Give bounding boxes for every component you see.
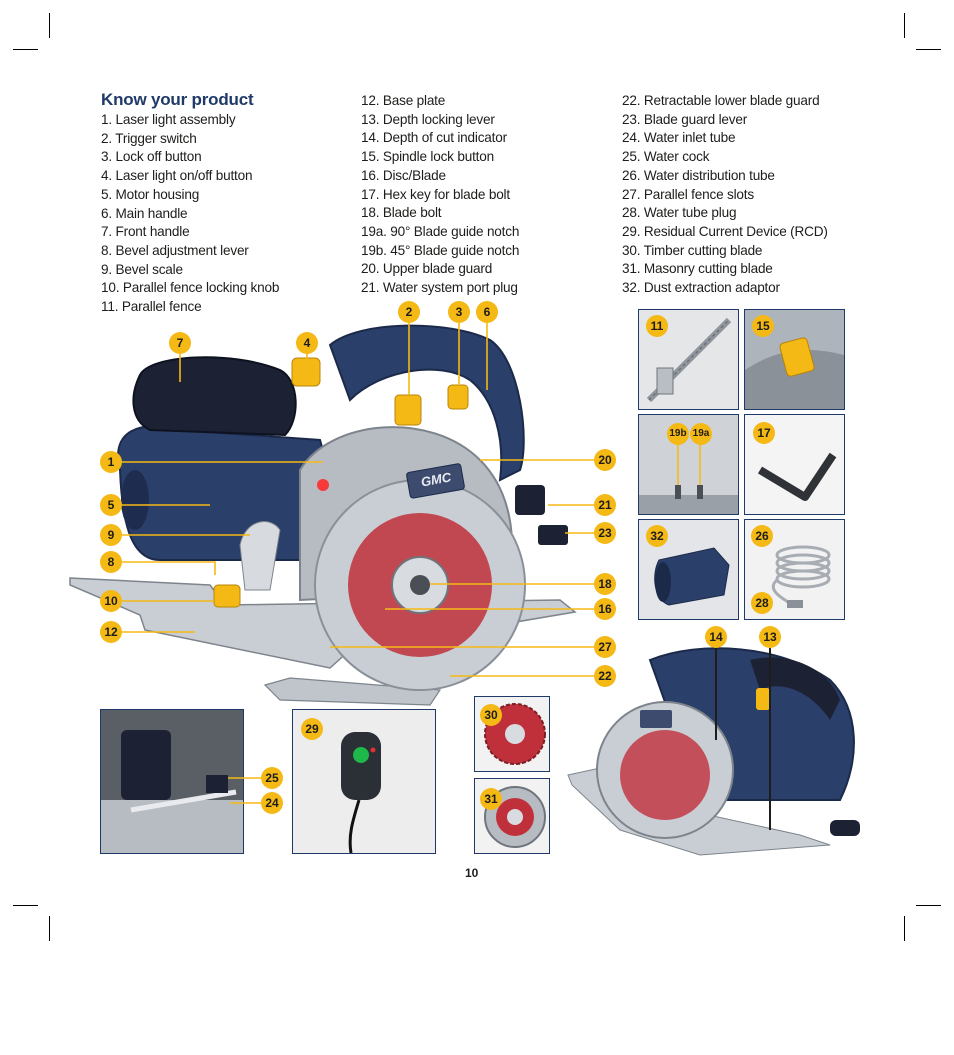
parts-list-item: 9. Bevel scale: [101, 261, 183, 277]
photo-hex-key: 17: [744, 414, 845, 515]
parts-list-item: 17. Hex key for blade bolt: [361, 186, 510, 202]
callout-badge: 25: [261, 767, 283, 789]
crop-mark: [49, 13, 50, 38]
crop-mark: [904, 13, 905, 38]
callout-badge: 29: [301, 718, 323, 740]
parts-list-item: 24. Water inlet tube: [622, 130, 736, 146]
page-number: 10: [465, 866, 479, 880]
callout-badge: 22: [594, 665, 616, 687]
callout-badge: 9: [100, 524, 122, 546]
callout-badge: 16: [594, 598, 616, 620]
callout-badge: 13: [759, 626, 781, 648]
crop-mark: [49, 916, 50, 941]
callout-badge: 26: [751, 525, 773, 547]
parts-list-item: 27. Parallel fence slots: [622, 186, 754, 202]
parts-list-item: 12. Base plate: [361, 93, 446, 108]
callout-badge: 10: [100, 590, 122, 612]
callout-badge: 4: [296, 332, 318, 354]
crop-mark: [13, 905, 38, 906]
callout-badge: 24: [261, 792, 283, 814]
parts-list-item: 25. Water cock: [622, 149, 710, 165]
callout-badge: 32: [646, 525, 668, 547]
callout-badge: 21: [594, 494, 616, 516]
photo-timber-blade: 30: [474, 696, 550, 772]
callout-badge: 2: [398, 301, 420, 323]
parts-list-item: 23. Blade guard lever: [622, 111, 748, 127]
parts-list-item: 7. Front handle: [101, 224, 190, 240]
parts-list-item: 14. Depth of cut indicator: [361, 130, 507, 146]
parts-list-item: 26. Water distribution tube: [622, 167, 775, 183]
parts-list-item: 18. Blade bolt: [361, 205, 442, 221]
parts-list-item: 16. Disc/Blade: [361, 167, 446, 183]
callout-badge: 31: [480, 788, 502, 810]
parts-list-column-1: 1. Laser light assembly 2. Trigger switc…: [101, 111, 279, 317]
parts-list-item: 29. Residual Current Device (RCD): [622, 223, 828, 239]
callout-badge: 5: [100, 494, 122, 516]
photo-rcd: 29: [292, 709, 436, 854]
photo-blade-guide-notches: 19b 19a: [638, 414, 739, 515]
photo-dust-adaptor: 32: [638, 519, 739, 620]
callout-badge: 17: [753, 422, 775, 444]
callout-badge: 11: [646, 315, 668, 337]
parts-list-item: 1. Laser light assembly: [101, 112, 236, 127]
callout-badge: 8: [100, 551, 122, 573]
parts-list-item: 32. Dust extraction adaptor: [622, 280, 780, 296]
parts-list-item: 8. Bevel adjustment lever: [101, 242, 249, 258]
parts-list-column-3: 22. Retractable lower blade guard 23. Bl…: [622, 92, 828, 298]
crop-mark: [916, 905, 941, 906]
crop-mark: [904, 916, 905, 941]
callout-badge: 12: [100, 621, 122, 643]
parts-list-item: 6. Main handle: [101, 205, 188, 221]
parts-list-item: 2. Trigger switch: [101, 130, 197, 146]
callout-badge: 3: [448, 301, 470, 323]
photo-water-tube: 26 28: [744, 519, 845, 620]
callout-badge: 27: [594, 636, 616, 658]
parts-list-column-2: 12. Base plate 13. Depth locking lever 1…: [361, 92, 519, 298]
parts-list-item: 19a. 90° Blade guide notch: [361, 223, 520, 239]
photo-parallel-fence: 11: [638, 309, 739, 410]
parts-list-item: 13. Depth locking lever: [361, 111, 495, 127]
parts-list-item: 4. Laser light on/off button: [101, 168, 253, 184]
parts-list-item: 31. Masonry cutting blade: [622, 261, 773, 277]
photo-spindle-lock: 15: [744, 309, 845, 410]
callout-badge: 14: [705, 626, 727, 648]
callout-badge: 6: [476, 301, 498, 323]
parts-list-item: 10. Parallel fence locking knob: [101, 280, 280, 296]
callout-badge: 18: [594, 573, 616, 595]
callout-badge: 7: [169, 332, 191, 354]
parts-list-item: 19b. 45° Blade guide notch: [361, 242, 520, 258]
crop-mark: [916, 49, 941, 50]
callout-badge: 30: [480, 704, 502, 726]
parts-list-item: 28. Water tube plug: [622, 205, 737, 221]
parts-list-item: 3. Lock off button: [101, 149, 202, 165]
photo-water-cock: 25: [100, 709, 244, 854]
callout-badge: 20: [594, 449, 616, 471]
photo-masonry-blade: 31: [474, 778, 550, 854]
callout-badge: 28: [751, 592, 773, 614]
parts-list-item: 5. Motor housing: [101, 186, 200, 202]
callout-badge: 1: [100, 451, 122, 473]
parts-list-item: 21. Water system port plug: [361, 280, 518, 296]
callout-badge: 19a: [690, 423, 712, 445]
parts-list-item: 20. Upper blade guard: [361, 261, 493, 277]
callout-badge: 19b: [667, 423, 689, 445]
callout-badge: 15: [752, 315, 774, 337]
parts-list-item: 30. Timber cutting blade: [622, 242, 763, 258]
page-title: Know your product: [101, 90, 254, 109]
parts-list-item: 15. Spindle lock button: [361, 149, 494, 165]
callout-badge: 23: [594, 522, 616, 544]
crop-mark: [13, 49, 38, 50]
parts-list-item: 11. Parallel fence: [101, 299, 202, 315]
parts-list-item: 22. Retractable lower blade guard: [622, 93, 820, 108]
